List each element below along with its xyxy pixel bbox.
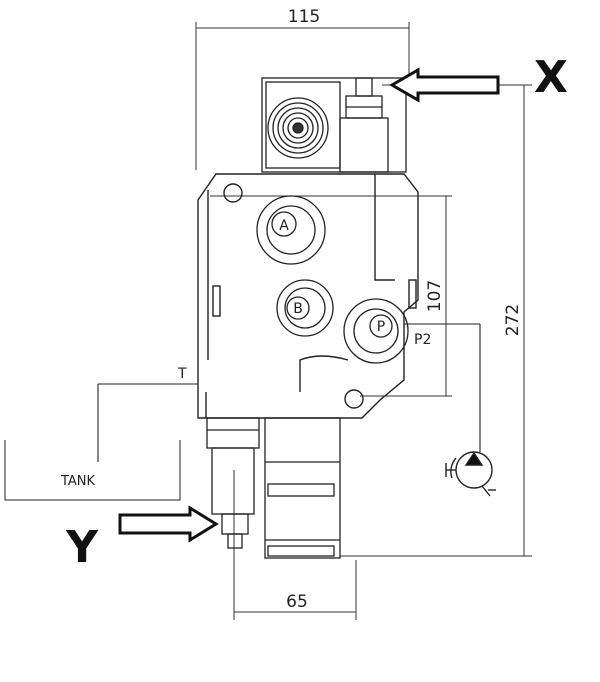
port-b — [276, 279, 334, 337]
tank-line — [97, 383, 198, 462]
port-p2-label: P2 — [414, 332, 431, 348]
dim-height-mid: 107 — [425, 280, 445, 312]
top-actuator — [261, 77, 407, 173]
x-callout-label: X — [534, 52, 568, 103]
pump-line — [404, 323, 481, 452]
port-a-label: A — [279, 218, 289, 234]
dim-width-bottom: 65 — [286, 592, 308, 612]
port-p — [343, 298, 409, 364]
port-a — [256, 195, 326, 265]
valve-body — [197, 173, 419, 419]
pump-symbol — [445, 451, 496, 497]
lower-cartridge — [264, 417, 341, 559]
dim-width-top: 115 — [288, 7, 320, 27]
port-b-label: B — [293, 301, 303, 317]
y-callout-label: Y — [65, 522, 99, 573]
x-arrow-icon — [388, 67, 500, 103]
tank-box — [4, 440, 181, 501]
dim-height-right: 272 — [503, 304, 523, 336]
lower-shaft — [206, 417, 260, 549]
tank-label: TANK — [60, 474, 96, 489]
dimension-lines — [195, 22, 532, 620]
port-t-label: T — [177, 366, 187, 382]
port-p-label: P — [377, 319, 385, 335]
y-arrow-icon — [118, 505, 219, 543]
